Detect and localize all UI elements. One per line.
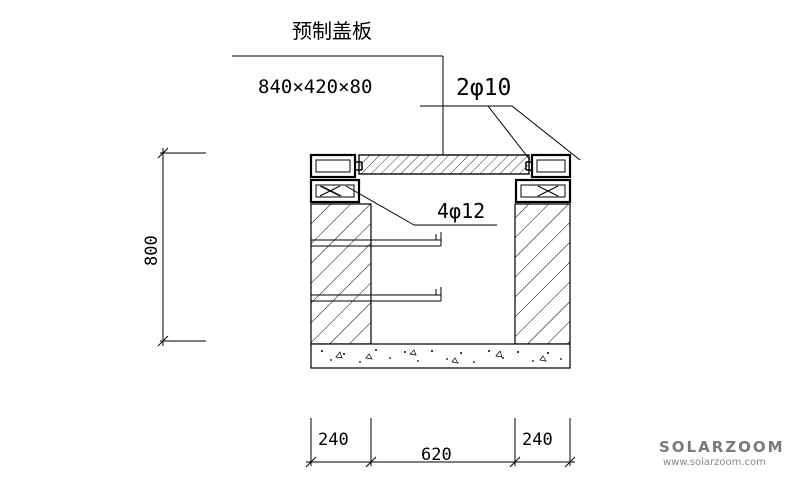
concrete-base — [310, 343, 571, 369]
left-angle-frame — [309, 153, 363, 204]
top-rebar-leader — [420, 105, 581, 161]
dim-center-label: 620 — [421, 445, 452, 465]
side-rebar-leader — [345, 185, 497, 226]
right-angle-frame — [514, 153, 572, 204]
watermark-url: www.solarzoom.com — [663, 457, 766, 468]
bottom-dimension — [305, 418, 576, 468]
left-brick-wall — [310, 203, 372, 345]
height-dimension — [157, 147, 206, 347]
dim-right-label: 240 — [522, 430, 553, 450]
solarzoom-watermark: SOLARZOOM www.solarzoom.com — [659, 438, 785, 468]
side-rebar-label: 4φ12 — [437, 199, 485, 223]
right-brick-wall — [514, 203, 571, 345]
height-dimension-label: 800 — [142, 235, 162, 266]
cable-bracket-upper — [311, 232, 442, 247]
title-leader — [232, 55, 444, 155]
watermark-brand: SOLARZOOM — [659, 438, 785, 456]
title-label: 预制盖板 — [292, 19, 372, 43]
cable-bracket-lower — [311, 287, 442, 302]
top-rebar-label: 2φ10 — [456, 75, 511, 101]
slab-size-label: 840×420×80 — [258, 76, 372, 98]
dim-left-label: 240 — [318, 430, 349, 450]
precast-cover-slab — [358, 154, 530, 175]
